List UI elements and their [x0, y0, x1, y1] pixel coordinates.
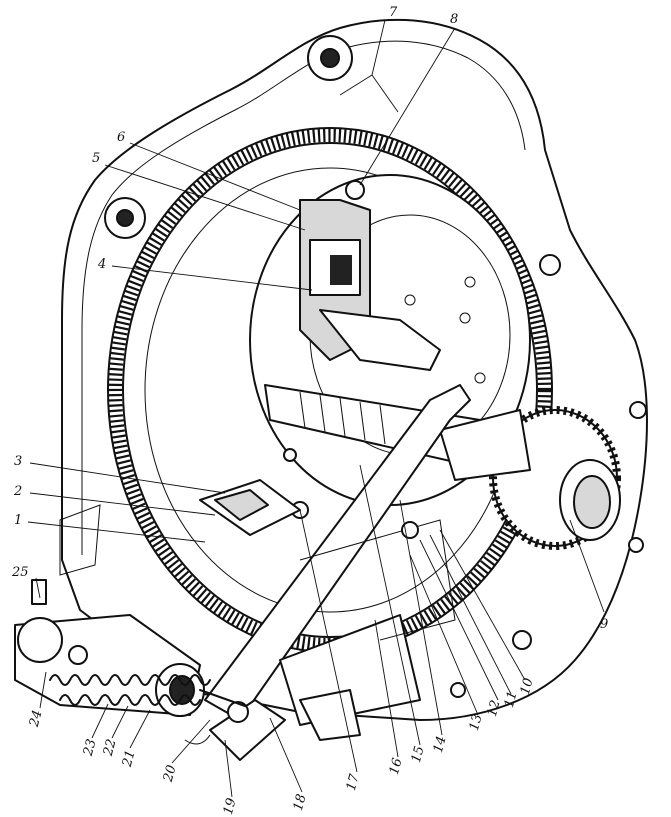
callout-14: 14	[430, 734, 450, 755]
callout-6: 6	[117, 130, 126, 145]
release-fork	[204, 384, 471, 761]
callout-24: 24	[26, 708, 46, 729]
callout-17: 17	[343, 772, 363, 793]
callout-7: 7	[389, 5, 398, 20]
callout-2: 2	[14, 484, 23, 499]
callout-13: 13	[466, 712, 486, 733]
callout-4: 4	[98, 257, 107, 272]
callout-22: 22	[100, 737, 120, 758]
callout-8: 8	[450, 12, 459, 27]
callout-12: 12	[484, 698, 504, 719]
bottom-flange	[299, 689, 361, 741]
housing-inner-rim	[81, 40, 526, 555]
gearbox-gear	[439, 406, 621, 550]
callout-20: 20	[160, 763, 180, 784]
callout-11: 11	[501, 689, 521, 710]
callout-18: 18	[290, 792, 310, 813]
callout-25: 25	[12, 565, 29, 580]
callout-5: 5	[92, 151, 101, 166]
leader-lines	[27, 19, 605, 798]
callout-16: 16	[386, 756, 406, 777]
callout-9: 9	[600, 617, 609, 632]
callout-10: 10	[517, 676, 537, 697]
left-notch	[59, 504, 101, 576]
cutaway-section	[299, 199, 441, 371]
callout-3: 3	[14, 454, 23, 469]
callout-1: 1	[14, 513, 23, 528]
callout-23: 23	[80, 737, 100, 758]
callout-21: 21	[119, 748, 139, 769]
callout-15: 15	[408, 744, 428, 765]
callout-19: 19	[220, 796, 240, 817]
housing-bosses	[104, 35, 647, 698]
slave-cylinder	[14, 579, 246, 745]
